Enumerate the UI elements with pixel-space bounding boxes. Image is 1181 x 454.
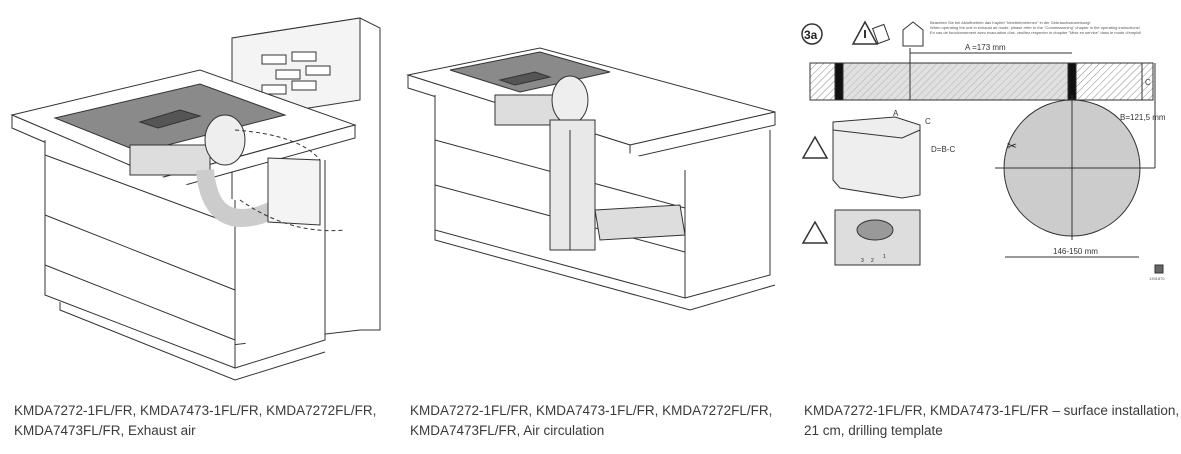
exhaust-air-illustration — [10, 17, 381, 381]
air-circulation-illustration — [406, 47, 776, 311]
svg-text:Beachten Sie bei Abluftbetrieb: Beachten Sie bei Abluftbetrieb das Kapit… — [930, 20, 1091, 25]
svg-text:2: 2 — [871, 258, 874, 264]
svg-text:D=B-C: D=B-C — [931, 145, 955, 154]
svg-text:A =173 mm: A =173 mm — [965, 43, 1006, 52]
svg-text:146-150 mm: 146-150 mm — [1053, 247, 1098, 256]
manual-icon — [871, 23, 891, 45]
warning-icon — [851, 20, 879, 45]
figure-caption: KMDA7272-1FL/FR, KMDA7473-1FL/FR – surfa… — [804, 403, 1180, 438]
figure-caption: KMDA7272-1FL/FR, KMDA7473-1FL/FR, KMDA72… — [14, 403, 377, 438]
svg-text:1391870: 1391870 — [1149, 276, 1165, 281]
qr-code-icon — [1154, 264, 1164, 274]
svg-text:A: A — [893, 109, 899, 118]
svg-text:C: C — [1145, 78, 1151, 87]
warning-icon — [801, 135, 829, 159]
svg-text:B=121,5 mm: B=121,5 mm — [1120, 113, 1166, 122]
house-exhaust-icon — [902, 21, 924, 47]
figure-exhaust-air: KMDA7272-1FL/FR, KMDA7473-1FL/FR, KMDA72… — [0, 0, 395, 454]
svg-text:1: 1 — [883, 254, 886, 260]
figure-drilling-template: 3a Beachten Sie bei Abluftbetrieb das Ka… — [795, 0, 1181, 454]
step-label: 3a — [804, 28, 818, 42]
svg-text:En cas de fonctionnement avec: En cas de fonctionnement avec évacuation… — [930, 30, 1141, 35]
scissors-icon: ✂ — [1007, 139, 1017, 153]
warning-icon — [801, 220, 829, 244]
figure-air-circulation: KMDA7272-1FL/FR, KMDA7473-1FL/FR, KMDA72… — [400, 0, 795, 454]
svg-text:C: C — [925, 117, 931, 126]
svg-text:3: 3 — [861, 258, 864, 264]
svg-text:When operating the unit in exh: When operating the unit in exhaust air m… — [930, 25, 1140, 30]
drilling-template-illustration: 3a Beachten Sie bei Abluftbetrieb das Ka… — [801, 20, 1166, 281]
figure-caption: KMDA7272-1FL/FR, KMDA7473-1FL/FR, KMDA72… — [410, 403, 773, 438]
